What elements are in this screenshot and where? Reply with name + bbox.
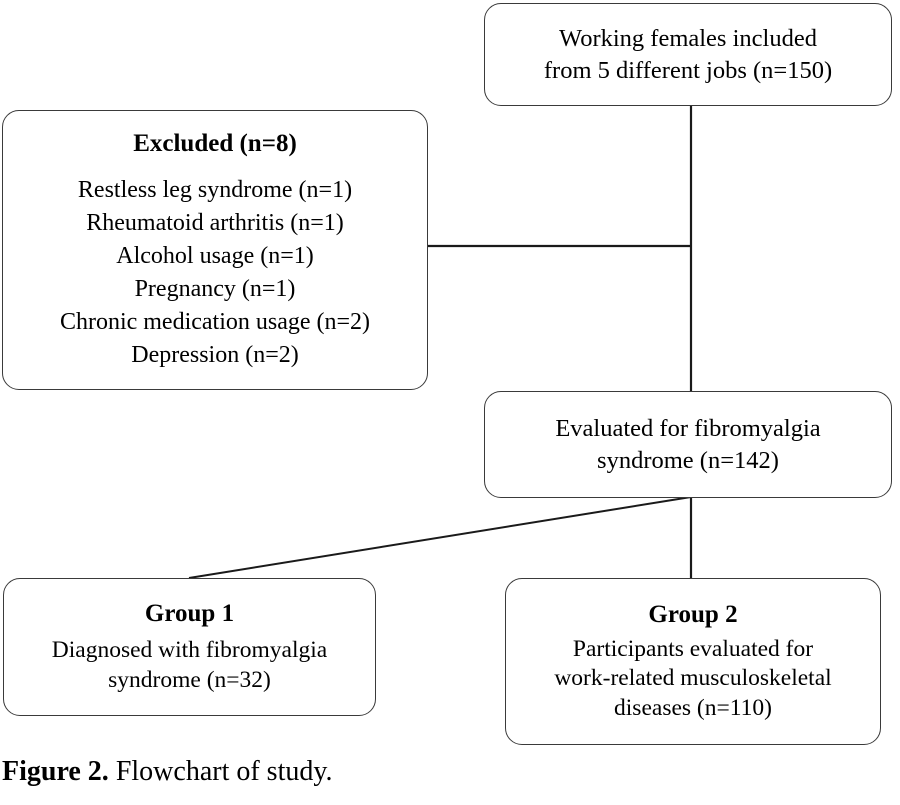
node-excluded-reason: Pregnancy (n=1): [134, 275, 296, 302]
node-group-1-line-1: Diagnosed with fibromyalgia: [51, 637, 328, 664]
node-excluded-reason: Alcohol usage (n=1): [116, 242, 314, 269]
node-excluded: Excluded (n=8) Restless leg syndrome (n=…: [2, 110, 428, 390]
node-group-1-title: Group 1: [144, 600, 235, 628]
figure-caption-label: Figure 2.: [2, 756, 109, 787]
node-group-2-line-3: diseases (n=110): [614, 695, 772, 722]
node-evaluated-line-1: Evaluated for fibromyalgia: [555, 415, 821, 443]
node-evaluated: Evaluated for fibromyalgia syndrome (n=1…: [484, 391, 892, 498]
node-excluded-reason-list: Restless leg syndrome (n=1) Rheumatoid a…: [60, 174, 370, 373]
node-group-1-line-2: syndrome (n=32): [108, 666, 271, 693]
node-group-2-line-2: work-related musculoskeletal: [554, 665, 832, 692]
node-excluded-reason: Rheumatoid arthritis (n=1): [86, 209, 344, 236]
node-enrolled-line-2: from 5 different jobs (n=150): [543, 56, 833, 84]
node-evaluated-line-2: syndrome (n=142): [597, 446, 779, 474]
node-excluded-reason: Restless leg syndrome (n=1): [77, 176, 353, 203]
node-enrolled-line-1: Working females included: [559, 25, 817, 53]
figure-caption: Figure 2. Flowchart of study.: [2, 756, 333, 788]
node-excluded-reason: Depression (n=2): [131, 342, 299, 369]
node-group-2: Group 2 Participants evaluated for work-…: [505, 578, 881, 745]
node-group-1: Group 1 Diagnosed with fibromyalgia synd…: [3, 578, 376, 716]
connector-evaluated-to-group1: [188, 496, 692, 579]
figure-caption-text: Flowchart of study.: [115, 756, 333, 787]
node-group-2-line-1: Participants evaluated for: [572, 635, 814, 662]
node-enrolled: Working females included from 5 differen…: [484, 3, 892, 106]
node-excluded-reason: Chronic medication usage (n=2): [59, 308, 371, 335]
node-group-2-title: Group 2: [648, 600, 738, 628]
node-excluded-title: Excluded (n=8): [133, 129, 297, 157]
